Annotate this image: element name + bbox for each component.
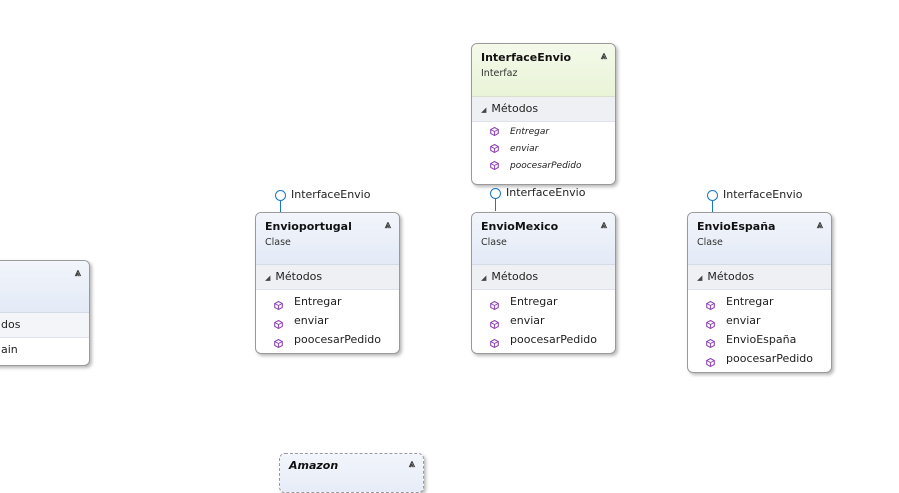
enviomexico-stereotype: Clase xyxy=(481,237,507,248)
interface-circle-icon xyxy=(275,190,286,201)
collapse-icon[interactable]: ⩓ xyxy=(600,218,607,231)
method-item[interactable]: poocesarPedido xyxy=(688,349,831,368)
method-item[interactable]: Entregar xyxy=(472,124,615,141)
partial-member-list: ain xyxy=(0,338,89,363)
enviomexico-header: EnvioMexico Clase ⩓ xyxy=(472,213,615,265)
method-item[interactable]: poocesarPedido xyxy=(472,158,615,175)
envioportugal-header: Envioportugal Clase ⩓ xyxy=(256,213,399,265)
method-icon xyxy=(274,297,283,310)
section-label: Métodos xyxy=(491,270,539,283)
envioespana-header: EnvioEspaña Clase ⩓ xyxy=(688,213,831,265)
section-label: Métodos xyxy=(707,270,755,283)
method-label: enviar xyxy=(510,314,545,327)
interface-envio-title: InterfaceEnvio xyxy=(481,51,572,64)
method-item[interactable]: Entregar xyxy=(256,292,399,311)
envioespana-methods-section[interactable]: ◢ Métodos xyxy=(688,265,831,290)
interface-stem xyxy=(712,201,714,212)
method-label: enviar xyxy=(294,314,329,327)
interface-lollipop-label: InterfaceEnvio xyxy=(723,188,803,201)
method-label: poocesarPedido xyxy=(294,333,382,346)
method-label: Entregar xyxy=(294,295,342,308)
expand-triangle-icon[interactable]: ◢ xyxy=(481,274,487,282)
envioportugal-stereotype: Clase xyxy=(265,237,291,248)
envioportugal-title: Envioportugal xyxy=(265,220,352,233)
expand-triangle-icon[interactable]: ◢ xyxy=(697,274,703,282)
method-icon xyxy=(490,316,499,329)
section-label: Métodos xyxy=(275,270,323,283)
collapse-icon[interactable]: ⩓ xyxy=(384,218,391,231)
method-item[interactable]: Entregar xyxy=(688,292,831,311)
collapse-icon[interactable]: ⩓ xyxy=(74,266,81,279)
method-item[interactable]: poocesarPedido xyxy=(256,330,399,349)
method-icon xyxy=(706,354,715,367)
partial-member-label: ain xyxy=(1,343,18,356)
envioespana-method-list: Entregar enviar EnvioEspaña poocesarPedi… xyxy=(688,290,831,372)
partial-section-label: dos xyxy=(1,318,21,331)
envioportugal-methods-section[interactable]: ◢ Métodos xyxy=(256,265,399,290)
envioportugal-method-list: Entregar enviar poocesarPedido xyxy=(256,290,399,353)
method-item[interactable]: enviar xyxy=(472,141,615,158)
enviomexico-methods-section[interactable]: ◢ Métodos xyxy=(472,265,615,290)
interface-lollipop-label: InterfaceEnvio xyxy=(291,188,371,201)
method-icon xyxy=(490,160,499,171)
interface-envio-methods-section[interactable]: ◢ Métodos xyxy=(472,97,615,122)
partial-class-header: ⩓ xyxy=(0,261,89,313)
interface-envio-box[interactable]: InterfaceEnvio Interfaz ⩓ ◢ Métodos Entre… xyxy=(471,43,616,185)
interface-circle-icon xyxy=(707,190,718,201)
partial-class-box[interactable]: ⩓ dos ain xyxy=(0,260,90,366)
method-label: Entregar xyxy=(510,127,550,137)
collapse-icon[interactable]: ⩓ xyxy=(600,49,607,62)
interface-circle-icon xyxy=(490,188,501,199)
collapse-icon[interactable]: ⩓ xyxy=(408,457,415,470)
interface-envio-method-list: Entregar enviar poocesarPedido xyxy=(472,122,615,179)
interface-envio-header: InterfaceEnvio Interfaz ⩓ xyxy=(472,44,615,97)
interface-lollipop-label: InterfaceEnvio xyxy=(506,186,586,199)
amazon-header: Amazon ⩓ xyxy=(280,454,423,492)
envioportugal-class-box[interactable]: Envioportugal Clase ⩓ ◢ Métodos Entregar … xyxy=(255,212,400,354)
method-icon xyxy=(706,316,715,329)
envioespana-class-box[interactable]: EnvioEspaña Clase ⩓ ◢ Métodos Entregar en… xyxy=(687,212,832,373)
expand-triangle-icon[interactable]: ◢ xyxy=(481,106,487,114)
method-label: enviar xyxy=(510,144,539,154)
method-icon xyxy=(706,335,715,348)
enviomexico-class-box[interactable]: EnvioMexico Clase ⩓ ◢ Métodos Entregar en… xyxy=(471,212,616,354)
method-item[interactable]: enviar xyxy=(688,311,831,330)
interface-stem xyxy=(280,201,282,212)
method-icon xyxy=(274,316,283,329)
section-label: Métodos xyxy=(491,102,539,115)
method-label: enviar xyxy=(726,314,761,327)
method-icon xyxy=(490,335,499,348)
method-icon xyxy=(274,335,283,348)
method-label: poocesarPedido xyxy=(510,161,582,171)
envioespana-stereotype: Clase xyxy=(697,237,723,248)
method-icon xyxy=(490,297,499,310)
amazon-class-box[interactable]: Amazon ⩓ xyxy=(279,453,424,493)
enviomexico-title: EnvioMexico xyxy=(481,220,559,233)
amazon-title: Amazon xyxy=(289,459,339,472)
expand-triangle-icon[interactable]: ◢ xyxy=(265,274,271,282)
method-item[interactable]: EnvioEspaña xyxy=(688,330,831,349)
partial-member[interactable]: ain xyxy=(0,340,89,359)
method-item[interactable]: Entregar xyxy=(472,292,615,311)
method-item[interactable]: poocesarPedido xyxy=(472,330,615,349)
method-label: Entregar xyxy=(726,295,774,308)
method-label: poocesarPedido xyxy=(510,333,598,346)
method-icon xyxy=(490,126,499,137)
method-label: EnvioEspaña xyxy=(726,333,797,346)
collapse-icon[interactable]: ⩓ xyxy=(816,218,823,231)
method-item[interactable]: enviar xyxy=(472,311,615,330)
envioespana-title: EnvioEspaña xyxy=(697,220,776,233)
method-item[interactable]: enviar xyxy=(256,311,399,330)
partial-section-header[interactable]: dos xyxy=(0,313,89,338)
interface-stem xyxy=(495,199,497,211)
interface-envio-stereotype: Interfaz xyxy=(481,68,518,79)
method-icon xyxy=(706,297,715,310)
method-icon xyxy=(490,143,499,154)
enviomexico-method-list: Entregar enviar poocesarPedido xyxy=(472,290,615,353)
method-label: Entregar xyxy=(510,295,558,308)
method-label: poocesarPedido xyxy=(726,352,814,365)
